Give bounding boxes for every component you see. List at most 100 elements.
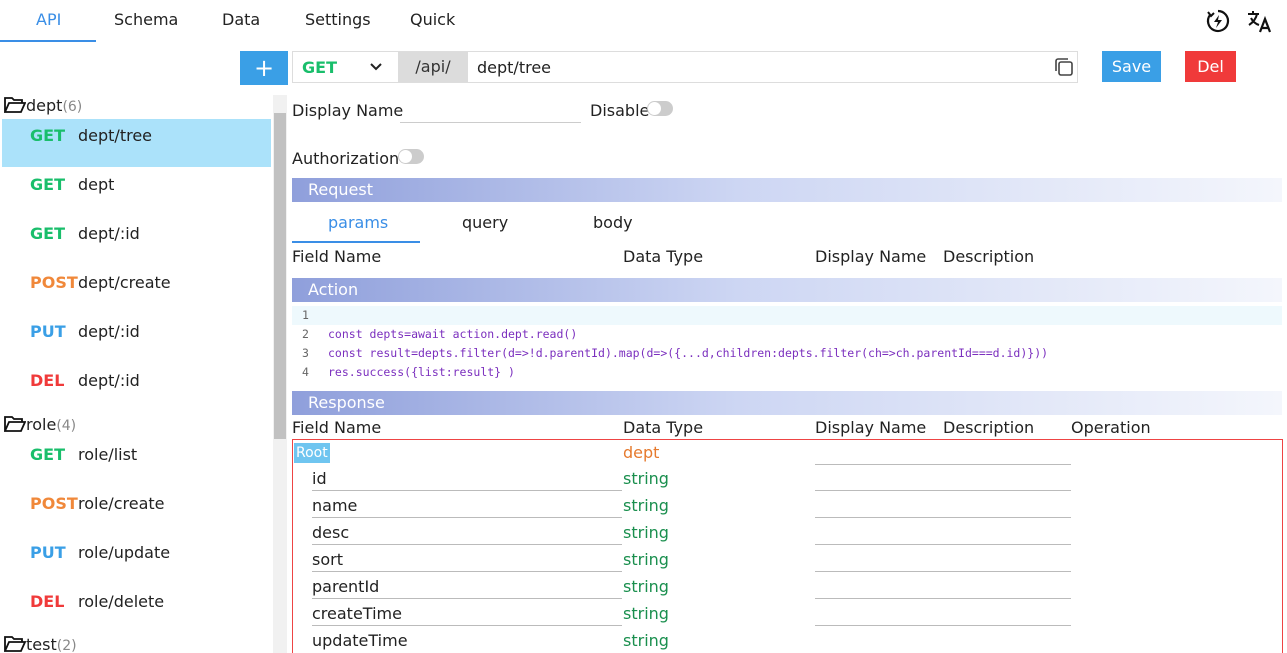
sidebar-scrollbar[interactable] <box>273 95 287 653</box>
method-badge: GET <box>30 445 65 464</box>
response-tree <box>292 439 1283 653</box>
request-section-header: Request <box>292 178 1282 202</box>
method-badge: PUT <box>30 543 66 562</box>
tree-field-name[interactable]: name <box>312 496 358 515</box>
request-col-field-name: Field Name <box>292 247 382 266</box>
folder-open-icon <box>4 636 26 652</box>
group-name: dept <box>26 96 63 115</box>
add-api-button[interactable]: + <box>240 51 288 85</box>
code-line: 2 const depts=await action.dept.read() <box>292 325 1282 344</box>
sidebar-item-get-dept-tree[interactable]: GET dept/tree <box>2 119 271 167</box>
display-name-input[interactable] <box>400 100 581 123</box>
active-subtab-underline <box>292 241 420 243</box>
group-name: test <box>26 635 57 653</box>
tab-schema[interactable]: Schema <box>114 10 179 29</box>
sidebar-item-put-role-update[interactable]: PUT role/update <box>2 536 271 584</box>
tree-field-name[interactable]: createTime <box>312 604 402 623</box>
row-divider <box>815 464 1071 465</box>
path-prefix: /api/ <box>398 52 468 82</box>
path-input[interactable] <box>469 52 1049 82</box>
tree-field-name[interactable]: parentId <box>312 577 380 596</box>
sidebar-item-get-dept-id[interactable]: GET dept/:id <box>2 217 271 265</box>
line-number: 2 <box>302 327 309 341</box>
authorization-toggle[interactable] <box>398 149 424 164</box>
request-col-data-type: Data Type <box>623 247 704 266</box>
tab-settings[interactable]: Settings <box>305 10 371 29</box>
tree-field-type[interactable]: string <box>623 523 669 542</box>
method-badge: GET <box>30 224 65 243</box>
tab-data[interactable]: Data <box>222 10 261 29</box>
method-badge: POST <box>30 494 78 513</box>
sidebar: dept(6) GET dept/tree GET dept GET dept/… <box>0 95 272 653</box>
tree-field-name[interactable]: id <box>312 469 327 488</box>
sidebar-item-del-role-delete[interactable]: DEL role/delete <box>2 585 271 633</box>
tree-root-node[interactable]: Root <box>294 443 330 463</box>
folder-open-icon <box>4 416 26 432</box>
sidebar-item-del-dept-id[interactable]: DEL dept/:id <box>2 364 271 412</box>
save-button[interactable]: Save <box>1102 51 1161 82</box>
tree-root-type[interactable]: dept <box>623 443 660 462</box>
response-col-field-name: Field Name <box>292 418 382 437</box>
display-name-label: Display Name <box>292 101 404 120</box>
method-badge: DEL <box>30 592 65 611</box>
api-path: role/update <box>78 543 171 562</box>
group-test[interactable]: test(2) <box>4 635 77 653</box>
response-col-data-type: Data Type <box>623 418 704 437</box>
folder-open-icon <box>4 97 26 113</box>
code-line: 1 <box>292 306 1282 325</box>
tree-field-type[interactable]: string <box>623 631 669 650</box>
copy-icon[interactable] <box>1053 56 1075 78</box>
method-select[interactable]: GET <box>293 52 398 82</box>
tab-params[interactable]: params <box>328 213 389 232</box>
tree-field-type[interactable]: string <box>623 550 669 569</box>
row-divider <box>815 490 1071 491</box>
tab-quick[interactable]: Quick <box>410 10 456 29</box>
method-badge: PUT <box>30 322 66 341</box>
code-editor[interactable]: 1 2 const depts=await action.dept.read()… <box>292 306 1282 382</box>
tree-field-name[interactable]: desc <box>312 523 350 542</box>
code-text: const result=depts.filter(d=>!d.parentId… <box>328 346 1049 360</box>
top-nav: API Schema Data Settings Quick <box>0 0 1287 42</box>
row-divider <box>815 517 1071 518</box>
sidebar-item-post-dept-create[interactable]: POST dept/create <box>2 266 271 314</box>
method-badge: POST <box>30 273 78 292</box>
delete-button[interactable]: Del <box>1185 51 1236 82</box>
tree-field-name[interactable]: sort <box>312 550 343 569</box>
tree-field-type[interactable]: string <box>623 577 669 596</box>
method-badge: GET <box>30 175 65 194</box>
api-path: dept <box>78 175 115 194</box>
sidebar-item-get-dept[interactable]: GET dept <box>2 168 271 216</box>
tree-field-name[interactable]: updateTime <box>312 631 408 650</box>
tree-field-type[interactable]: string <box>623 469 669 488</box>
flash-icon[interactable] <box>1205 8 1231 34</box>
api-path: dept/tree <box>78 126 153 145</box>
action-section-header: Action <box>292 278 1282 302</box>
api-path: dept/:id <box>78 224 140 243</box>
row-divider <box>312 490 622 491</box>
tab-query[interactable]: query <box>462 213 509 232</box>
sidebar-item-put-dept-id[interactable]: PUT dept/:id <box>2 315 271 363</box>
translate-icon[interactable] <box>1246 8 1272 34</box>
disable-toggle[interactable] <box>647 101 673 116</box>
row-divider <box>815 598 1071 599</box>
row-divider <box>312 544 622 545</box>
code-text: const depts=await action.dept.read() <box>328 327 578 341</box>
code-line: 3 const result=depts.filter(d=>!d.parent… <box>292 344 1282 363</box>
sidebar-item-get-role-list[interactable]: GET role/list <box>2 438 271 486</box>
scrollbar-thumb[interactable] <box>274 113 286 439</box>
toggle-knob <box>399 150 412 163</box>
method-badge: DEL <box>30 371 65 390</box>
group-count: (4) <box>56 418 77 434</box>
tree-field-type[interactable]: string <box>623 496 669 515</box>
tree-field-type[interactable]: string <box>623 604 669 623</box>
api-path: dept/:id <box>78 322 140 341</box>
group-role[interactable]: role(4) <box>4 415 76 437</box>
response-section-header: Response <box>292 391 1282 415</box>
response-col-description: Description <box>943 418 1035 437</box>
tab-body[interactable]: body <box>593 213 633 232</box>
sidebar-item-post-role-create[interactable]: POST role/create <box>2 487 271 535</box>
line-number: 1 <box>302 308 309 322</box>
group-dept[interactable]: dept(6) <box>4 96 82 118</box>
row-divider <box>312 625 622 626</box>
tab-api[interactable]: API <box>36 10 62 29</box>
